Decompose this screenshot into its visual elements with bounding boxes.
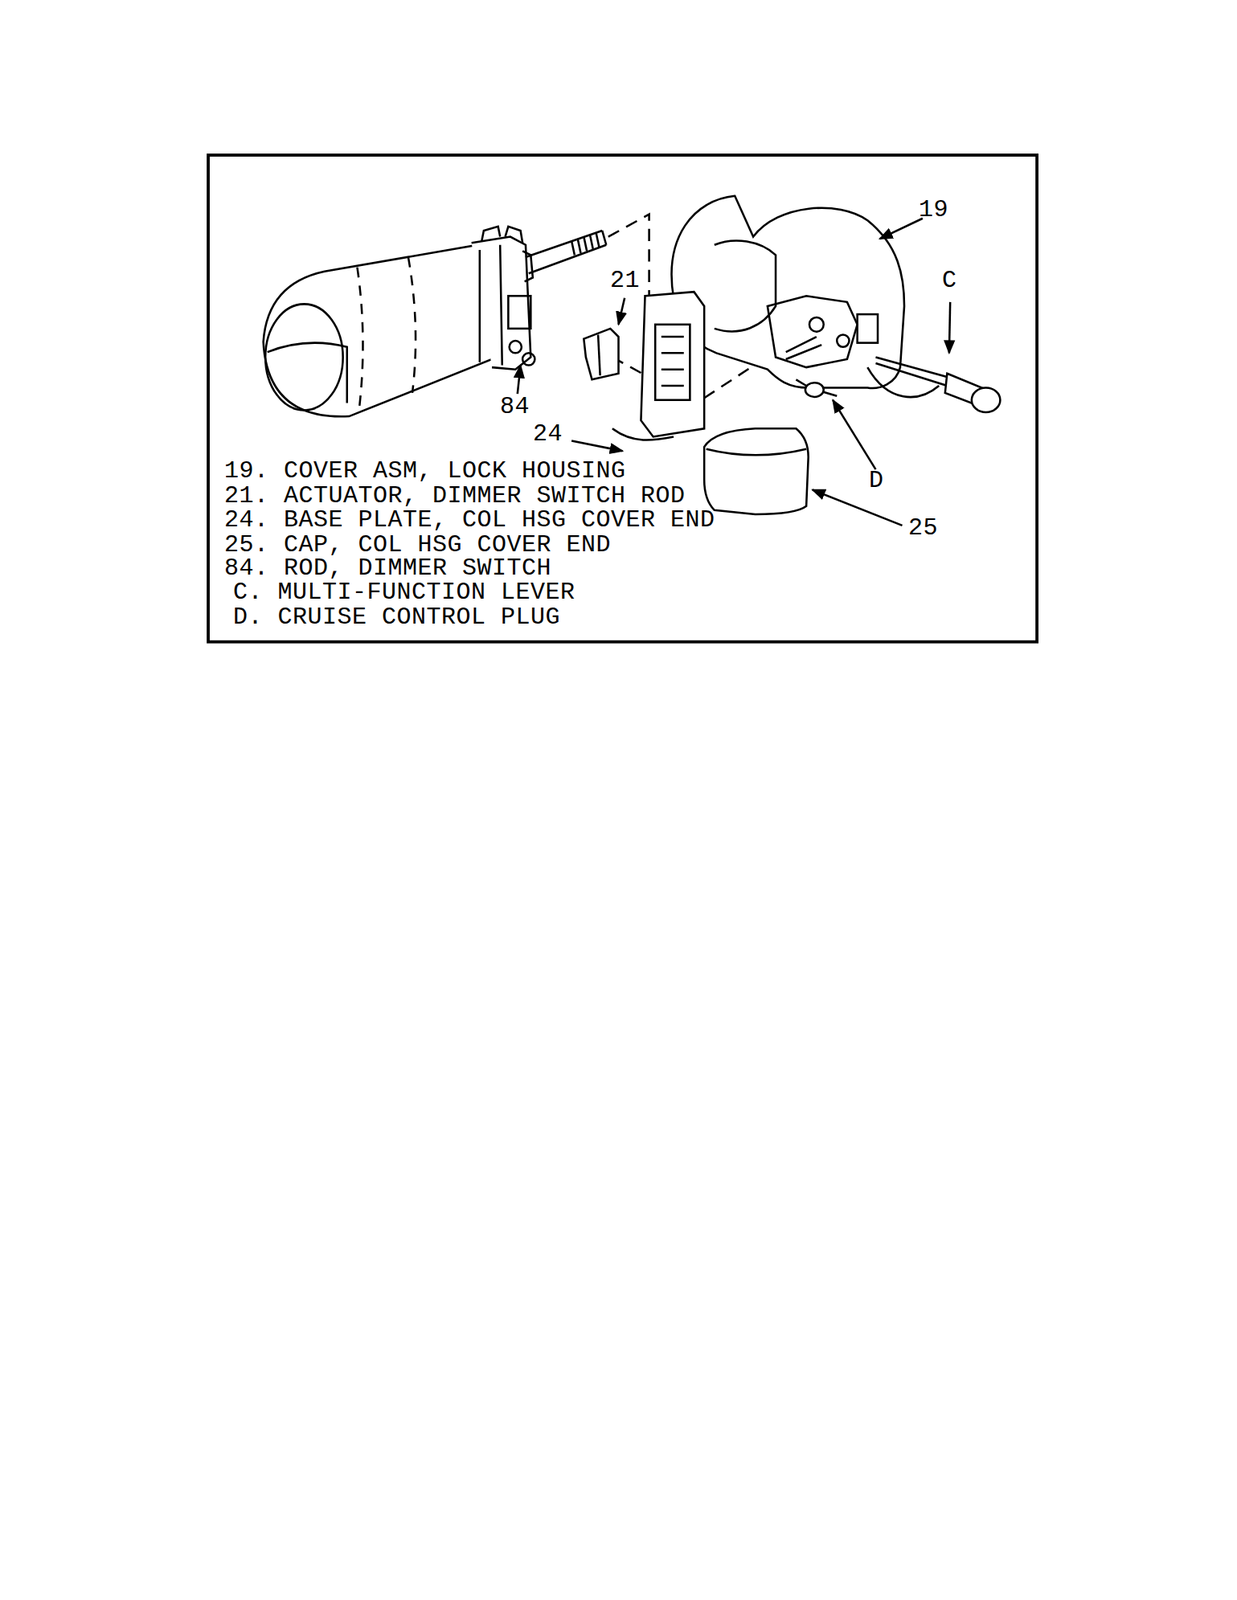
parts-list-item: 21. ACTUATOR, DIMMER SWITCH ROD [224,483,686,509]
callout-letter: C [942,267,958,294]
callout-number: 21 [610,267,640,294]
callout-number: 84 [499,393,530,420]
callout-number: 24 [532,421,563,447]
frame [208,155,1037,643]
parts-list-item: 24. BASE PLATE, COL HSG COVER END [224,507,716,533]
parts-list-item: 84. ROD, DIMMER SWITCH [224,555,552,582]
parts-list-item: D. CRUISE CONTROL PLUG [233,604,561,631]
callout-number: 19 [918,196,949,223]
callout-letter: D [868,467,885,494]
callout-number: 25 [908,515,938,541]
parts-list-item: 25. CAP, COL HSG COVER END [224,532,611,558]
parts-list-item: 19. COVER ASM, LOCK HOUSING [224,458,627,484]
parts-list-item: C. MULTI-FUNCTION LEVER [233,579,576,606]
